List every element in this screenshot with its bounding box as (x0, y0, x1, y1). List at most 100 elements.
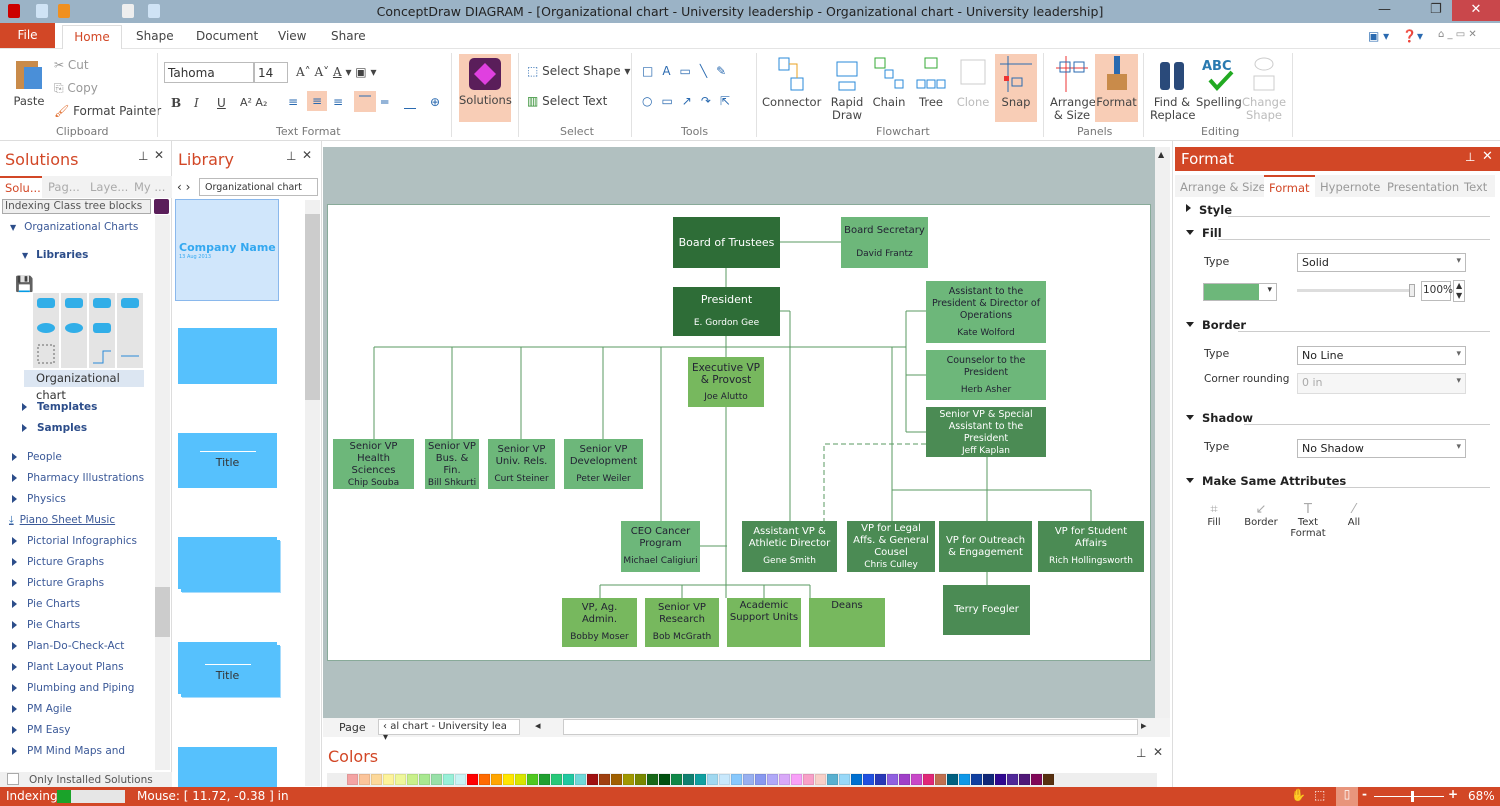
opacity-input[interactable]: 100% (1421, 281, 1453, 301)
color-swatch[interactable] (959, 774, 970, 785)
tab-pages[interactable]: Pag... (48, 180, 80, 194)
color-swatch[interactable] (635, 774, 646, 785)
color-swatch[interactable] (575, 774, 586, 785)
align-right-icon[interactable]: ≡ (333, 95, 344, 109)
library-shape-stack-title[interactable]: Title (178, 642, 277, 694)
file-menu[interactable]: File (0, 23, 55, 48)
color-swatch[interactable] (971, 774, 982, 785)
solution-item[interactable]: PM Agile (12, 703, 72, 715)
library-thumbnail[interactable] (33, 293, 144, 368)
color-swatch[interactable] (587, 774, 598, 785)
color-swatch[interactable] (479, 774, 490, 785)
color-swatch[interactable] (671, 774, 682, 785)
copy-button[interactable]: ⎘ Copy (54, 81, 98, 95)
color-swatch[interactable] (755, 774, 766, 785)
pan-hand-icon[interactable]: ✋ (1291, 788, 1306, 802)
color-swatch[interactable] (1007, 774, 1018, 785)
org-box-ag-admin[interactable]: VP, Ag. Admin.Bobby Moser (562, 598, 637, 647)
tab-shape[interactable]: Shape (136, 29, 174, 43)
color-swatch[interactable] (815, 774, 826, 785)
tab-presentation[interactable]: Presentation (1387, 180, 1460, 194)
color-swatch[interactable] (791, 774, 802, 785)
pin-icon[interactable]: ⊥ (138, 149, 149, 163)
section-style[interactable]: Style (1186, 203, 1232, 217)
color-swatch[interactable] (887, 774, 898, 785)
drawing-tools-row2-icon[interactable]: ○▭↗↷⇱ (642, 94, 739, 108)
color-swatch[interactable] (491, 774, 502, 785)
paste-button[interactable]: Paste (10, 57, 48, 108)
save-icon[interactable]: 💾 (15, 275, 34, 293)
align-left-icon[interactable]: ≡ (288, 95, 299, 109)
solutions-scrollbar[interactable] (155, 215, 170, 770)
color-swatch[interactable] (407, 774, 418, 785)
color-swatch[interactable] (611, 774, 622, 785)
horizontal-scrollbar[interactable] (563, 719, 1138, 735)
solution-item[interactable]: Pie Charts (12, 598, 80, 610)
color-swatch[interactable] (779, 774, 790, 785)
corner-rounding-select[interactable]: 0 in (1297, 373, 1466, 394)
print-preview-icon[interactable] (148, 4, 160, 18)
org-box-academic[interactable]: Academic Support Units (727, 598, 801, 647)
layout-icon[interactable]: ▣ ▾ (1368, 29, 1390, 43)
superscript-subscript-icon[interactable]: A² A₂ (240, 96, 268, 109)
section-fill[interactable]: Fill (1186, 226, 1222, 240)
pin-icon[interactable]: ⊥ (1465, 150, 1476, 164)
solution-item[interactable]: Pictorial Infographics (12, 535, 137, 547)
solution-item[interactable]: Picture Graphs (12, 577, 104, 589)
solution-item-download[interactable]: ⤓Piano Sheet Music (9, 514, 116, 526)
window-controls-icon[interactable]: ⌂ _ ▭ ✕ (1438, 29, 1477, 40)
open-icon[interactable] (58, 4, 70, 18)
font-select[interactable]: Tahoma (164, 62, 254, 83)
zoom-in-button[interactable]: + (1448, 787, 1459, 801)
color-swatch[interactable] (659, 774, 670, 785)
align-top-icon[interactable]: ⎺ (354, 91, 377, 112)
close-icon[interactable]: ✕ (302, 148, 313, 162)
close-button[interactable]: ✕ (1452, 0, 1500, 21)
new-document-icon[interactable] (36, 4, 48, 18)
drawing-tools-row1-icon[interactable]: □A▭╲✎ (642, 64, 736, 78)
zoom-out-button[interactable]: - (1362, 787, 1367, 801)
solution-search-input[interactable]: Indexing Class tree blocks (2, 199, 151, 214)
underline-button[interactable]: U (217, 96, 226, 110)
tab-document[interactable]: Document (196, 29, 259, 43)
color-swatch[interactable] (683, 774, 694, 785)
solution-item[interactable]: Plant Layout Plans (12, 661, 124, 673)
color-swatch[interactable] (443, 774, 454, 785)
org-box-busfin[interactable]: Senior VP Bus. & Fin.Bill Shkurti (425, 439, 479, 489)
text-fit-icon[interactable]: ⊕ (430, 95, 441, 109)
format-painter-button[interactable]: 🖌 Format Painter (54, 104, 162, 118)
color-swatch[interactable] (935, 774, 946, 785)
library-shape-title-box[interactable]: Title (178, 433, 277, 488)
color-swatch[interactable] (827, 774, 838, 785)
find-replace-button[interactable]: Find & Replace (1150, 56, 1196, 122)
color-swatch[interactable] (923, 774, 934, 785)
snap-button[interactable]: Snap (995, 54, 1037, 122)
fill-type-select[interactable]: Solid (1297, 253, 1466, 272)
italic-button[interactable]: I (194, 96, 199, 110)
org-box-terry[interactable]: Terry Foegler (943, 585, 1030, 635)
color-swatch[interactable] (1031, 774, 1042, 785)
color-swatch[interactable] (863, 774, 874, 785)
tab-my[interactable]: My ... (134, 180, 166, 194)
tab-layers[interactable]: Laye... (90, 180, 129, 194)
color-swatch[interactable] (803, 774, 814, 785)
library-select[interactable]: Organizational chart (199, 178, 318, 196)
align-bottom-icon[interactable]: ⎽ (404, 95, 417, 109)
section-shadow[interactable]: Shadow (1186, 411, 1253, 425)
tree-libraries[interactable]: ▼Libraries (22, 249, 89, 261)
color-swatch[interactable] (719, 774, 730, 785)
close-icon[interactable]: ✕ (154, 148, 165, 162)
org-box-deans[interactable]: Deans (809, 598, 885, 647)
pin-icon[interactable]: ⊥ (286, 149, 297, 163)
opacity-stepper[interactable]: ▲▼ (1453, 280, 1466, 302)
change-shape-button[interactable]: Change Shape (1242, 56, 1286, 122)
color-swatch[interactable] (623, 774, 634, 785)
minimize-button[interactable]: — (1378, 2, 1391, 17)
